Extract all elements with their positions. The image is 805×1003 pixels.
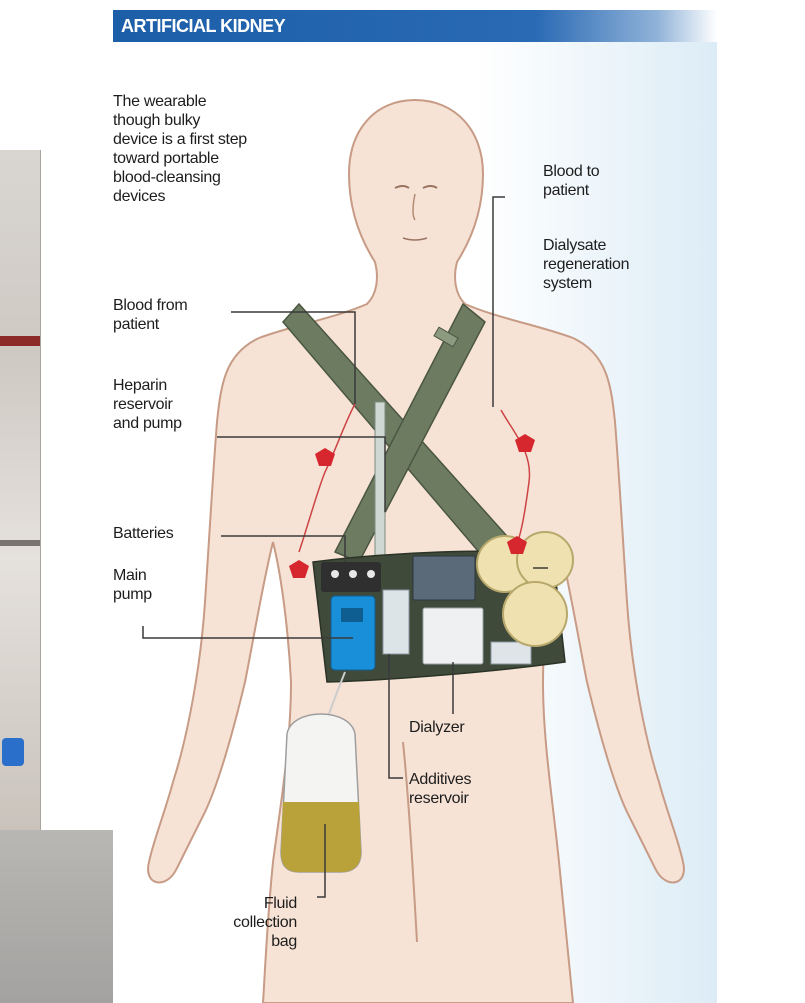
label-additives-reservoir: Additives reservoir [409, 770, 471, 808]
photo-cup [2, 738, 24, 766]
label-blood-from-patient: Blood from patient [113, 296, 187, 334]
battery-cell [349, 570, 357, 578]
main-pump-window [341, 608, 363, 622]
vertical-tube [375, 402, 385, 562]
label-dialysate-regeneration: Dialysate regeneration system [543, 236, 629, 293]
regeneration-canister [503, 582, 567, 646]
label-dialyzer: Dialyzer [409, 718, 464, 737]
regeneration-canister [517, 532, 573, 588]
fluid-collection-bag [281, 714, 361, 872]
battery-cell [331, 570, 339, 578]
label-batteries: Batteries [113, 524, 173, 543]
label-heparin-reservoir: Heparin reservoir and pump [113, 376, 182, 433]
dialysate-module [413, 556, 475, 600]
title-bar: ARTIFICIAL KIDNEY [113, 10, 717, 42]
infographic-panel: ARTIFICIAL KIDNEY [113, 0, 717, 1003]
label-main-pump: Main pump [113, 566, 152, 604]
battery-cell [367, 570, 375, 578]
intro-caption: The wearable though bulky device is a fi… [113, 92, 247, 206]
label-blood-to-patient: Blood to patient [543, 162, 599, 200]
heparin-pump [383, 590, 409, 654]
dialyzer-box [423, 608, 483, 664]
photo-stripe [0, 540, 40, 546]
photo-stripe [0, 336, 40, 346]
bag-fluid [281, 802, 361, 872]
background-photo-lower [0, 830, 120, 1003]
background-photo-left [0, 150, 41, 830]
main-pump-body [331, 596, 375, 670]
label-fluid-collection-bag: Fluid collection bag [173, 894, 297, 951]
infographic-title: ARTIFICIAL KIDNEY [121, 16, 285, 37]
